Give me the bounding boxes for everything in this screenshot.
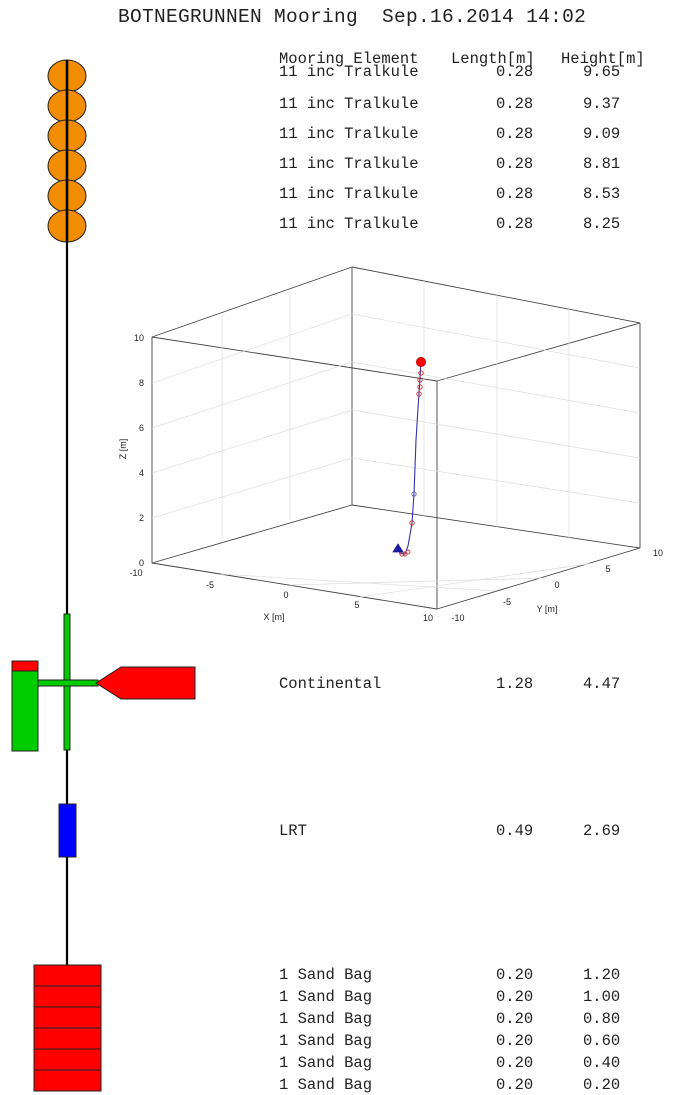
release-marker (409, 520, 415, 526)
row-height: 2.69 (583, 822, 621, 840)
x-tick-label: -5 (206, 580, 214, 590)
box-edge (151, 504, 353, 564)
grid-line (151, 361, 353, 429)
release (58, 803, 77, 858)
z-tick-label: 2 (139, 513, 144, 523)
row-length: 0.49 (496, 822, 534, 840)
grid-line (151, 457, 353, 519)
current-meter-vane (95, 666, 196, 700)
row-height: 1.20 (583, 966, 621, 984)
y-axis-label: Y [m] (537, 604, 558, 614)
z-tick-label: 4 (139, 468, 144, 478)
plot-title: BOTNEGRUNNEN Mooring Sep.16.2014 14:02 (118, 6, 587, 28)
header-element: Mooring Element (279, 50, 419, 68)
row-name: 1 Sand Bag (279, 966, 373, 984)
z-tick-label: 0 (139, 558, 144, 568)
row-height: 8.81 (583, 155, 621, 173)
y-tick-label: -5 (503, 597, 511, 607)
current-meter-marker (411, 491, 417, 497)
y-tick-label: 5 (605, 564, 610, 574)
row-length: 0.20 (496, 1010, 534, 1028)
current-meter-body (11, 670, 39, 752)
float-marker (417, 384, 423, 390)
box-edge (151, 266, 353, 338)
row-height: 1.00 (583, 988, 621, 1006)
row-length: 0.28 (496, 155, 534, 173)
x-tick-label: -10 (129, 568, 142, 578)
y-tick-label: 10 (653, 548, 663, 558)
row-length: 0.28 (496, 95, 534, 113)
box-edge (351, 266, 641, 324)
grid-line (220, 573, 496, 592)
y-tick-label: -10 (451, 613, 464, 623)
row-name: 1 Sand Bag (279, 1010, 373, 1028)
row-name: 11 inc Tralkule (279, 95, 419, 113)
box-edge (151, 562, 438, 610)
header-length: Length[m] (451, 50, 535, 68)
row-height: 8.25 (583, 215, 621, 233)
row-name: 1 Sand Bag (279, 1076, 373, 1094)
float-marker (416, 391, 422, 397)
grid-line (289, 577, 546, 586)
row-length: 0.28 (496, 63, 534, 81)
grid-line (151, 409, 353, 474)
x-tick-label: 0 (283, 590, 288, 600)
row-name: 11 inc Tralkule (279, 63, 419, 81)
x-axis-label: X [m] (263, 612, 284, 622)
float-marker (418, 370, 424, 376)
z-tick-label: 10 (134, 333, 144, 343)
float-marker (417, 377, 423, 383)
sand-bag (33, 1069, 102, 1092)
z-tick-label: 6 (139, 423, 144, 433)
row-name: 11 inc Tralkule (279, 155, 419, 173)
row-height: 9.37 (583, 95, 621, 113)
row-height: 0.80 (583, 1010, 621, 1028)
anchor-marker (402, 551, 408, 557)
z-axis-label: Z [m] (118, 439, 128, 460)
row-length: 0.28 (496, 215, 534, 233)
mooring-trace (398, 361, 422, 555)
box-edge (436, 322, 641, 382)
row-name: 11 inc Tralkule (279, 215, 419, 233)
row-length: 0.20 (496, 966, 534, 984)
row-height: 9.09 (583, 125, 621, 143)
grid-line (351, 313, 641, 369)
x-tick-label: 10 (423, 613, 433, 623)
grid-line (359, 562, 595, 598)
grid-line (151, 313, 353, 384)
row-height: 0.60 (583, 1032, 621, 1050)
row-length: 0.20 (496, 1076, 534, 1094)
row-name: Continental (279, 675, 382, 693)
grid-line (351, 457, 641, 504)
row-name: 11 inc Tralkule (279, 125, 419, 143)
anchor-position-marker (392, 543, 404, 553)
row-name: 1 Sand Bag (279, 988, 373, 1006)
row-length: 0.20 (496, 1054, 534, 1072)
z-tick-label: 8 (139, 378, 144, 388)
row-length: 0.20 (496, 988, 534, 1006)
grid-line (351, 361, 641, 414)
row-length: 0.20 (496, 1032, 534, 1050)
row-name: 11 inc Tralkule (279, 185, 419, 203)
y-tick-label: 0 (554, 580, 559, 590)
row-length: 1.28 (496, 675, 534, 693)
top-float-marker (416, 357, 426, 367)
row-name: 1 Sand Bag (279, 1054, 373, 1072)
box-edge (151, 336, 438, 382)
row-height: 9.65 (583, 63, 621, 81)
grid-line (351, 409, 641, 459)
row-height: 8.53 (583, 185, 621, 203)
row-length: 0.28 (496, 125, 534, 143)
header-height: Height[m] (561, 50, 645, 68)
row-height: 0.20 (583, 1076, 621, 1094)
row-name: LRT (279, 822, 307, 840)
row-height: 4.47 (583, 675, 621, 693)
row-height: 0.40 (583, 1054, 621, 1072)
row-length: 0.28 (496, 185, 534, 203)
row-name: 1 Sand Bag (279, 1032, 373, 1050)
box-edge (351, 504, 641, 549)
x-tick-label: 5 (354, 600, 359, 610)
